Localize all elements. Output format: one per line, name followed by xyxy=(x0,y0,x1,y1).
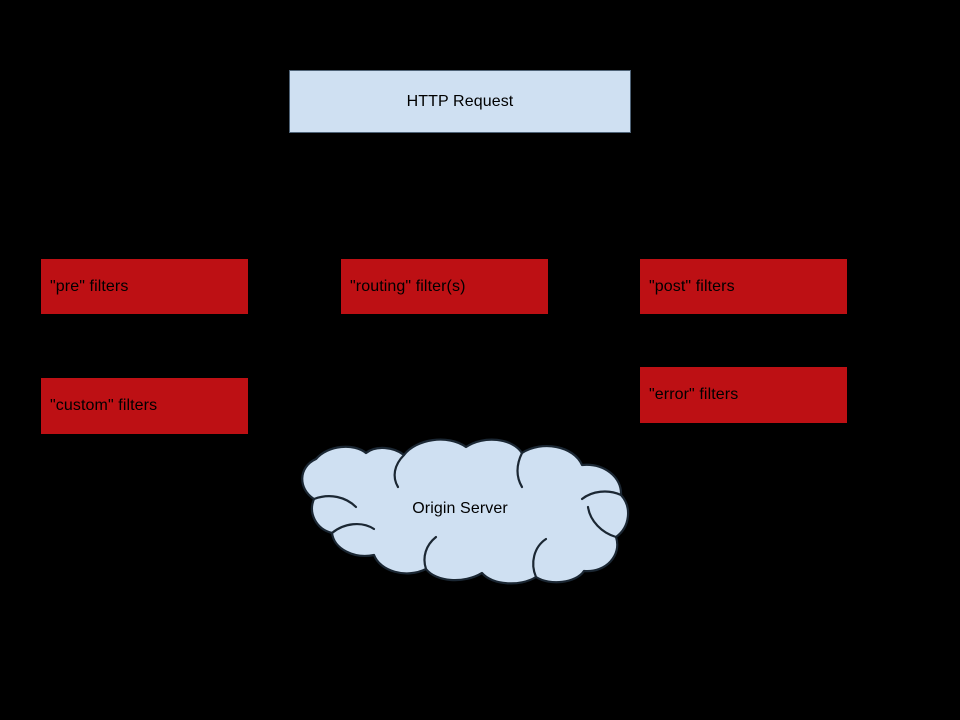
node-custom-filters-label: "custom" filters xyxy=(50,397,158,415)
node-origin-server[interactable]: Origin Server xyxy=(288,437,632,585)
node-post-filters[interactable]: "post" filters xyxy=(639,258,848,315)
node-post-filters-label: "post" filters xyxy=(649,277,735,295)
node-custom-filters[interactable]: "custom" filters xyxy=(40,377,249,435)
node-http-request[interactable]: HTTP Request xyxy=(289,70,631,133)
node-routing-filters-label: "routing" filter(s) xyxy=(350,277,466,295)
node-error-filters[interactable]: "error" filters xyxy=(639,366,848,424)
node-http-request-label: HTTP Request xyxy=(406,92,514,110)
node-routing-filters[interactable]: "routing" filter(s) xyxy=(340,258,549,315)
node-error-filters-label: "error" filters xyxy=(649,386,739,404)
node-pre-filters-label: "pre" filters xyxy=(50,277,129,295)
cloud-shape-icon xyxy=(301,438,630,585)
node-origin-server-label: Origin Server xyxy=(412,500,508,518)
node-pre-filters[interactable]: "pre" filters xyxy=(40,258,249,315)
